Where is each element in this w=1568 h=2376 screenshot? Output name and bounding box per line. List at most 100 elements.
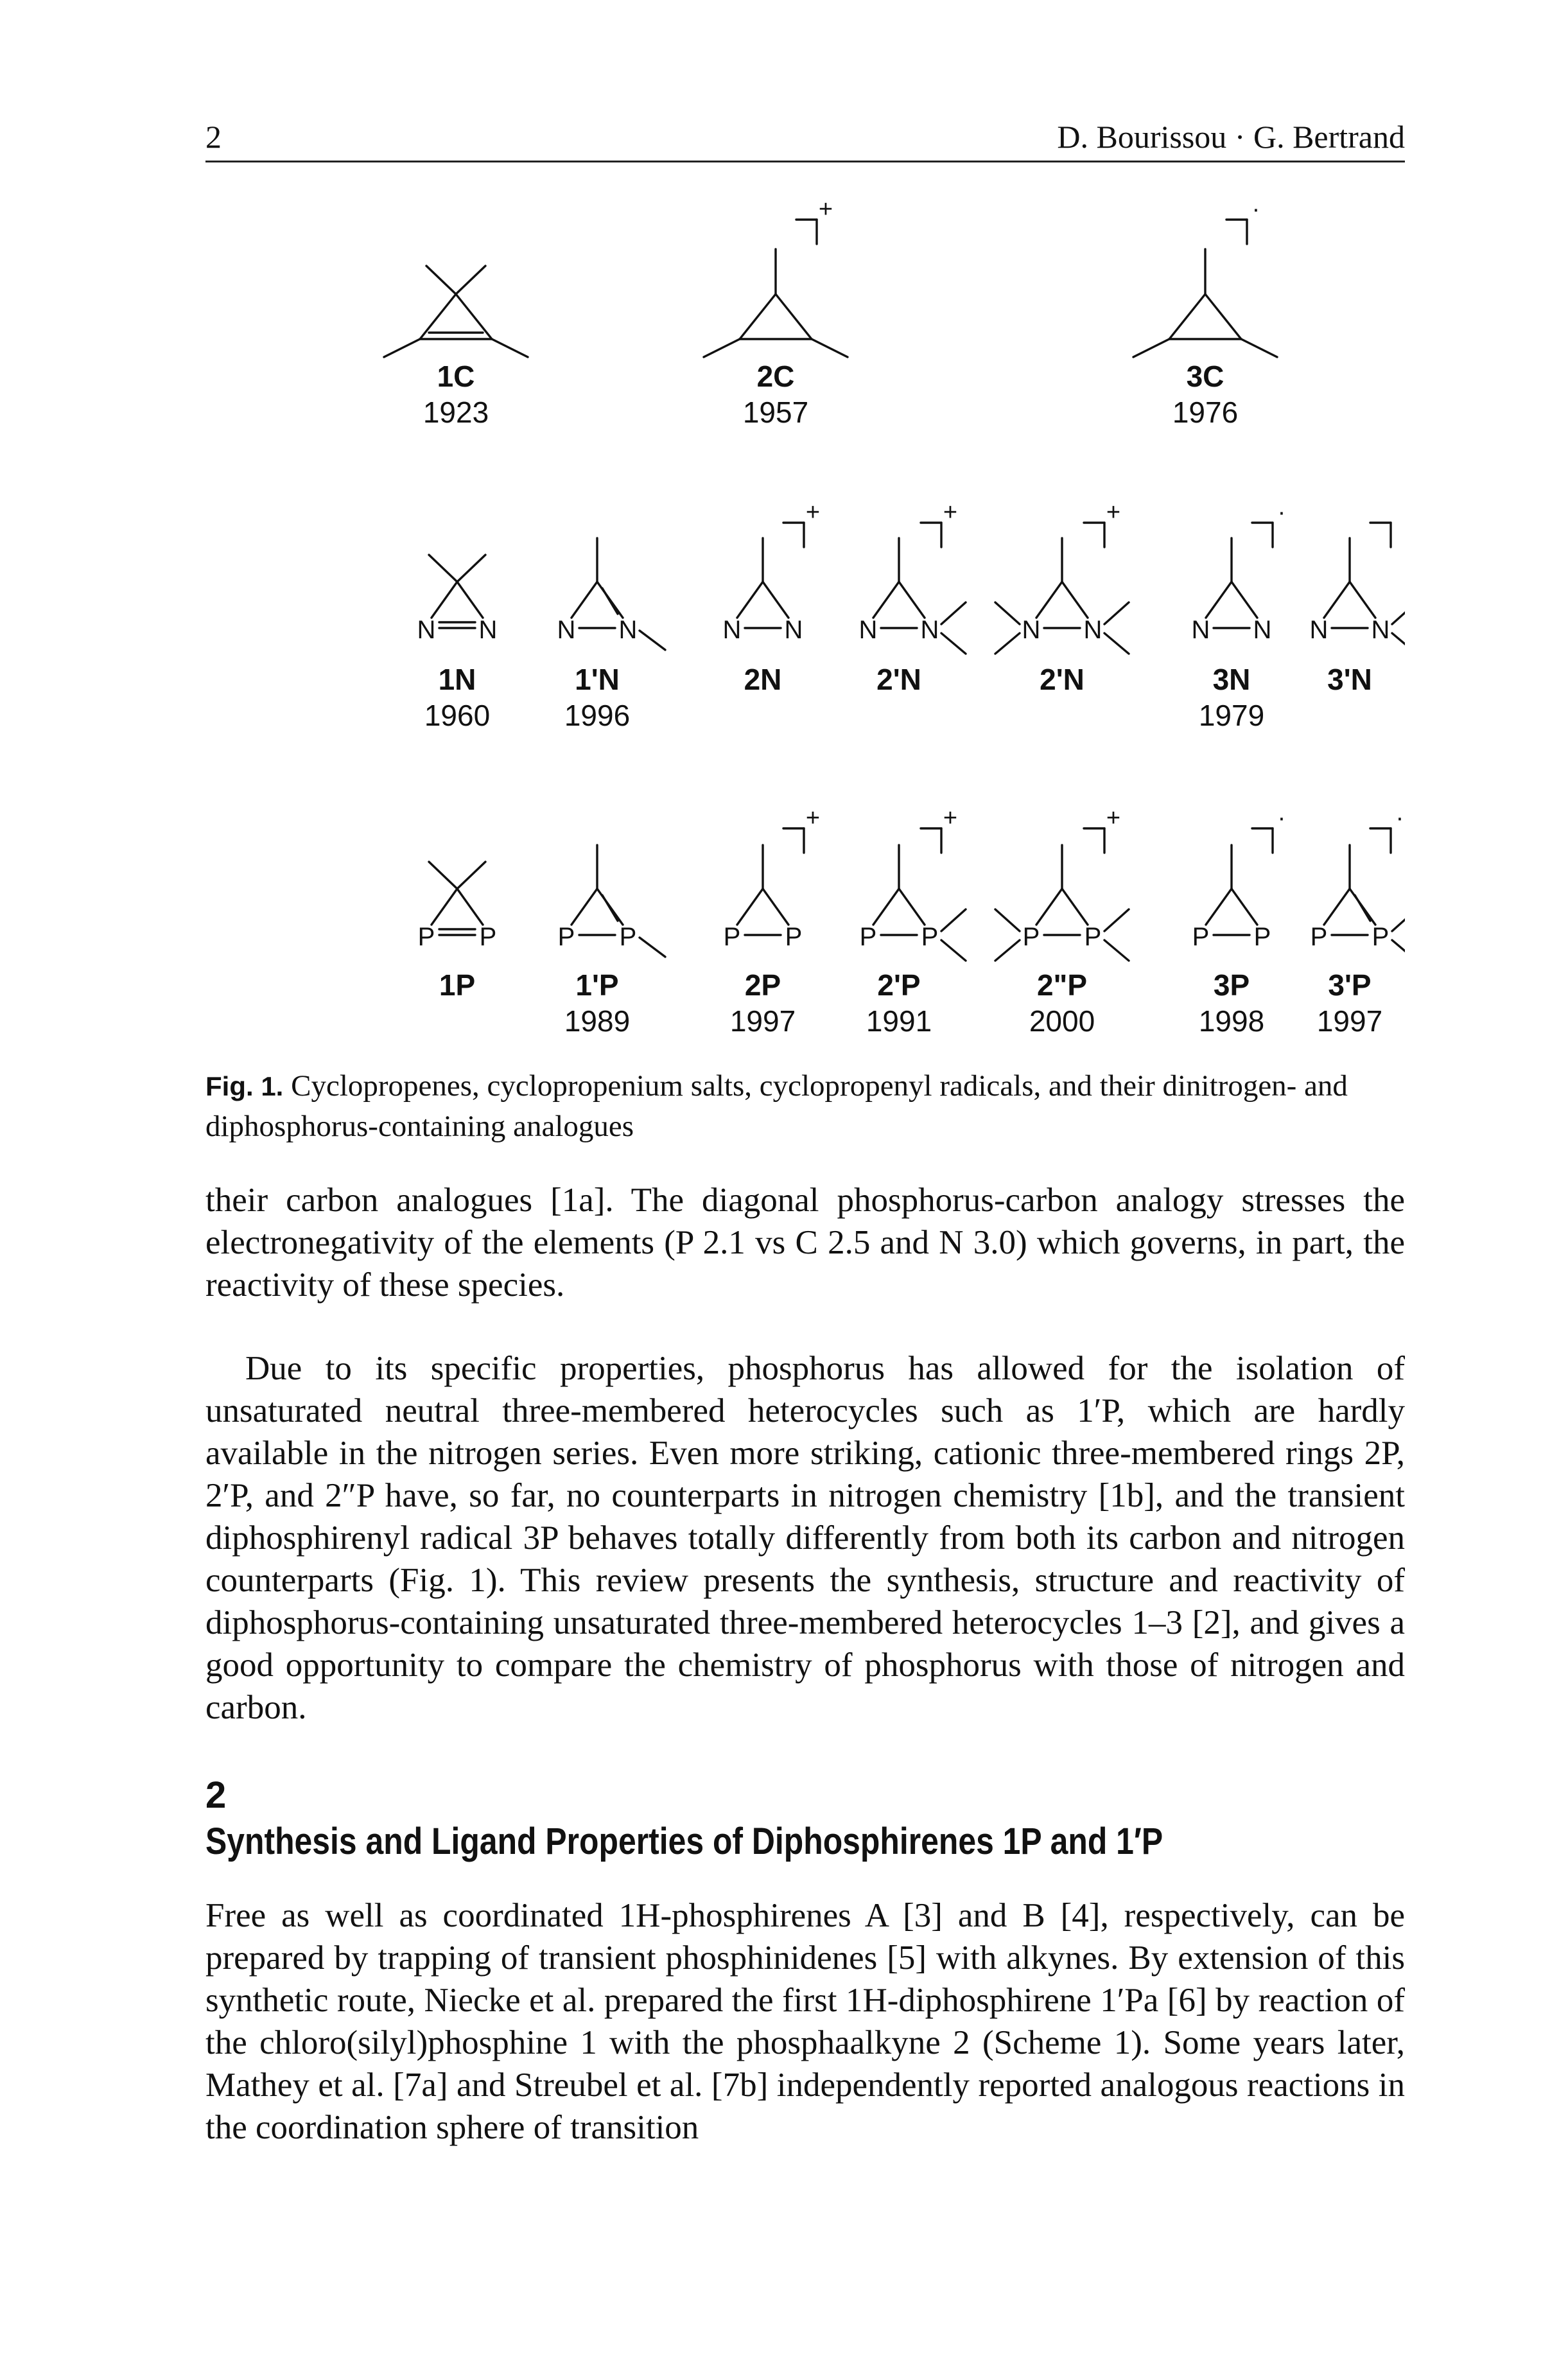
compound-label: 1'P — [575, 968, 619, 1002]
section-number: 2 — [205, 1774, 227, 1816]
svg-text:+: + — [819, 196, 833, 223]
svg-text:N: N — [479, 616, 498, 644]
svg-text:N: N — [1192, 616, 1210, 644]
svg-text:P: P — [1085, 923, 1102, 951]
svg-text:·: · — [1278, 805, 1286, 832]
compound-label: 3P — [1213, 968, 1250, 1002]
page-number: 2 — [205, 119, 222, 155]
paragraph-1: their carbon analogues [1a]. The diagona… — [205, 1182, 1405, 1304]
compound-n7: 3'N — [1285, 661, 1414, 697]
structure-n5: N N + — [994, 499, 1130, 655]
compound-label: 3N — [1212, 663, 1251, 696]
compound-label: 2P — [744, 968, 781, 1002]
svg-text:N: N — [1022, 616, 1041, 644]
svg-text:N: N — [921, 616, 939, 644]
compound-label: 2'P — [877, 968, 921, 1002]
compound-label: 3'N — [1327, 663, 1372, 696]
compound-label: 2N — [744, 663, 782, 696]
caption-text: Cyclopropenes, cyclopropenium salts, cyc… — [205, 1069, 1348, 1143]
svg-text:N: N — [1372, 616, 1390, 644]
svg-text:P: P — [1311, 923, 1328, 951]
compound-year: 1991 — [866, 1004, 932, 1038]
compound-year: 1976 — [1172, 396, 1239, 429]
svg-text:P: P — [1023, 923, 1040, 951]
structure-p5: P P + — [994, 805, 1130, 962]
svg-text:+: + — [806, 805, 820, 832]
paragraph-2: Due to its specific properties, phosphor… — [205, 1350, 1405, 1726]
svg-text:P: P — [558, 923, 575, 951]
svg-text:+: + — [1106, 805, 1120, 832]
svg-text:+: + — [806, 499, 820, 526]
compound-year: 1997 — [1316, 1004, 1383, 1038]
compound-label: 3'P — [1328, 968, 1372, 1002]
svg-text:N: N — [1084, 616, 1102, 644]
compound-label: 1P — [439, 968, 476, 1002]
compound-p1: 1P — [393, 967, 521, 1003]
compound-year: 1957 — [742, 396, 809, 429]
structure-c2: + — [702, 196, 849, 358]
svg-text:N: N — [785, 616, 803, 644]
compound-year: 1998 — [1198, 1004, 1265, 1038]
compound-label: 3C — [1186, 360, 1224, 393]
compound-year: 1923 — [422, 396, 489, 429]
svg-text:+: + — [943, 805, 957, 832]
svg-text:P: P — [620, 923, 637, 951]
svg-text:N: N — [557, 616, 576, 644]
figure-caption: Fig. 1. Cyclopropenes, cyclopropenium sa… — [205, 1066, 1405, 1146]
compound-year: 1989 — [564, 1004, 631, 1038]
svg-text:N: N — [1310, 616, 1328, 644]
svg-text:·: · — [1278, 499, 1286, 526]
structure-c3: · — [1132, 196, 1278, 358]
compound-year: 2000 — [1029, 1004, 1095, 1038]
caption-label: Fig. 1. — [205, 1071, 284, 1101]
svg-text:N: N — [1253, 616, 1272, 644]
svg-text:P: P — [418, 923, 435, 951]
paragraph-3: Free as well as coordinated 1H-phosphire… — [205, 1897, 1405, 2146]
compound-n5: 2'N — [998, 661, 1126, 697]
compound-n3: 2N — [699, 661, 827, 697]
svg-text:+: + — [943, 499, 957, 526]
compound-label: 2'N — [876, 663, 921, 696]
compound-year: 1979 — [1198, 699, 1265, 732]
compound-label: 2C — [756, 360, 795, 393]
svg-text:P: P — [860, 923, 877, 951]
svg-text:P: P — [1254, 923, 1271, 951]
svg-text:+: + — [1106, 499, 1120, 526]
compound-year: 1996 — [564, 699, 631, 732]
svg-text:P: P — [480, 923, 497, 951]
compound-label: 2'N — [1040, 663, 1085, 696]
compound-label: 1C — [437, 360, 475, 393]
compound-n4: 2'N — [835, 661, 963, 697]
compound-year: 1997 — [729, 1004, 796, 1038]
compound-label: 2"P — [1036, 968, 1088, 1002]
svg-text:P: P — [785, 923, 803, 951]
svg-text:N: N — [723, 616, 742, 644]
running-head-authors: D. Bourissou · G. Bertrand — [1057, 119, 1405, 155]
structure-n3: N N + — [723, 499, 821, 644]
svg-text:P: P — [1372, 923, 1389, 951]
page-header: 2 D. Bourissou · G. Bertrand — [205, 114, 1405, 162]
